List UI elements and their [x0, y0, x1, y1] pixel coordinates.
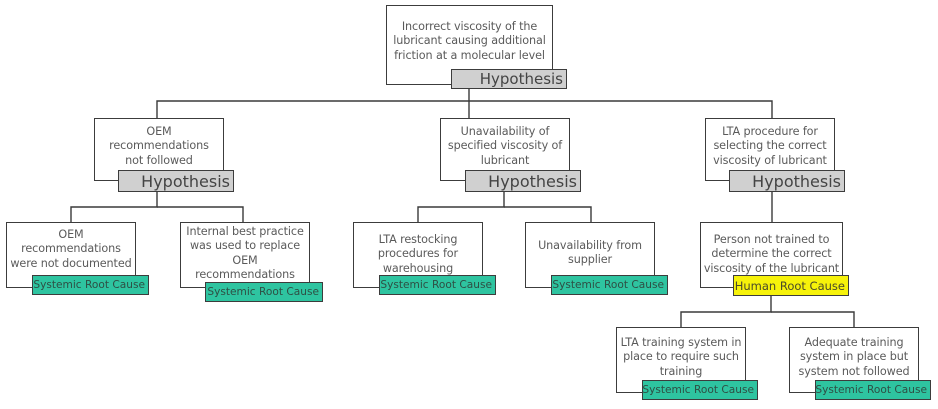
hypothesis-badge: Hypothesis [451, 69, 567, 89]
human-root-cause-badge: Human Root Cause [733, 275, 849, 296]
connector-h1-c2 [157, 206, 244, 222]
systemic-root-cause-badge: Systemic Root Cause [815, 380, 931, 400]
node-lta-procedure-text: LTA procedure for selecting the correct … [713, 125, 827, 167]
systemic-root-cause-badge: Systemic Root Cause [551, 275, 668, 295]
connector-h2-c3 [417, 192, 505, 222]
systemic-root-cause-badge: Systemic Root Cause [642, 380, 758, 400]
hypothesis-badge: Hypothesis [118, 170, 234, 192]
connector-h2-c4 [504, 206, 592, 222]
hypothesis-badge: Hypothesis [729, 170, 845, 192]
node-oem-not-documented-text: OEM recommendations were not documented [10, 228, 132, 270]
node-unavailability-supplier-text: Unavailability from supplier [538, 239, 642, 267]
systemic-root-cause-badge: Systemic Root Cause [205, 282, 323, 302]
connector-c5-c7 [771, 311, 855, 327]
node-lta-restocking-text: LTA restocking procedures for warehousin… [377, 233, 459, 275]
connector-c5-c6 [680, 296, 772, 327]
connector-root-h1 [156, 89, 470, 118]
systemic-root-cause-badge: Systemic Root Cause [32, 275, 149, 295]
connector-h1-c1 [70, 192, 158, 222]
node-root-text: Incorrect viscosity of the lubricant cau… [393, 20, 546, 62]
node-adequate-training-not-followed-text: Adequate training system in place but sy… [798, 336, 910, 378]
node-oem-not-followed-text: OEM recommendations not followed [109, 125, 209, 167]
node-person-not-trained-text: Person not trained to determine the corr… [703, 233, 840, 275]
connector-root-h3 [469, 100, 773, 118]
node-lta-training-system-text: LTA training system in place to require … [620, 336, 742, 378]
node-internal-best-practice: Internal best practice was used to repla… [180, 222, 310, 288]
node-internal-best-practice-text: Internal best practice was used to repla… [186, 225, 304, 281]
node-unavailability-viscosity-text: Unavailability of specified viscosity of… [447, 125, 563, 167]
hypothesis-badge: Hypothesis [465, 170, 581, 192]
systemic-root-cause-badge: Systemic Root Cause [379, 275, 496, 295]
